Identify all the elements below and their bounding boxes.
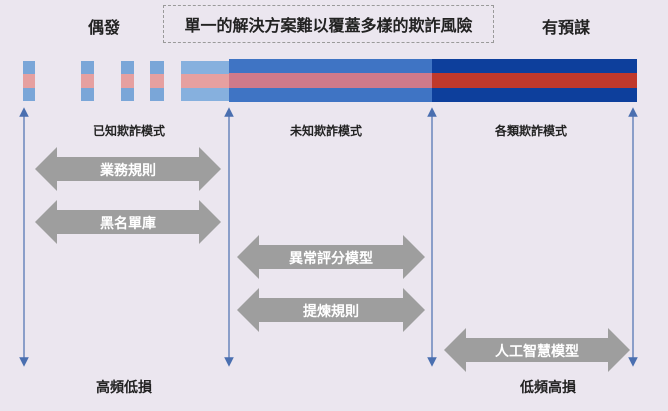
business-rules-arrow [35, 147, 221, 191]
bar-segment [81, 61, 94, 101]
bar-segment [150, 61, 164, 101]
various-fraud-band [432, 59, 637, 102]
refined-rules-label: 提煉規則 [303, 304, 359, 320]
anomaly-model-label: 異常評分模型 [289, 251, 373, 267]
blacklist-label: 黑名單庫 [100, 216, 156, 232]
various-fraud-label: 各類欺詐模式 [495, 124, 568, 138]
blacklist-arrow [35, 200, 221, 244]
bar-segment [181, 61, 229, 101]
ai-model-label: 人工智慧模型 [495, 344, 579, 360]
unknown-fraud-label: 未知欺詐模式 [290, 124, 363, 138]
unknown-fraud-band [229, 59, 432, 102]
guide-lines [19, 107, 638, 367]
bar-segment [121, 61, 134, 101]
anomaly-model-arrow [237, 235, 425, 279]
sporadic-segments [23, 61, 229, 101]
ai-model-arrow [444, 328, 630, 372]
low-freq-high-loss-label: 低頻高損 [520, 380, 576, 396]
diagram-title: 單一的解決方案難以覆蓋多樣的欺詐風險 [163, 5, 494, 43]
sporadic-label: 偶發 [88, 18, 121, 37]
business-rules-label: 業務規則 [100, 163, 156, 179]
bar-segment [23, 61, 35, 101]
refined-rules-arrow [237, 288, 425, 332]
known-fraud-label: 已知欺詐模式 [93, 124, 166, 138]
high-freq-low-loss-label: 高頻低損 [96, 380, 152, 396]
premeditated-label: 有預謀 [542, 18, 591, 37]
